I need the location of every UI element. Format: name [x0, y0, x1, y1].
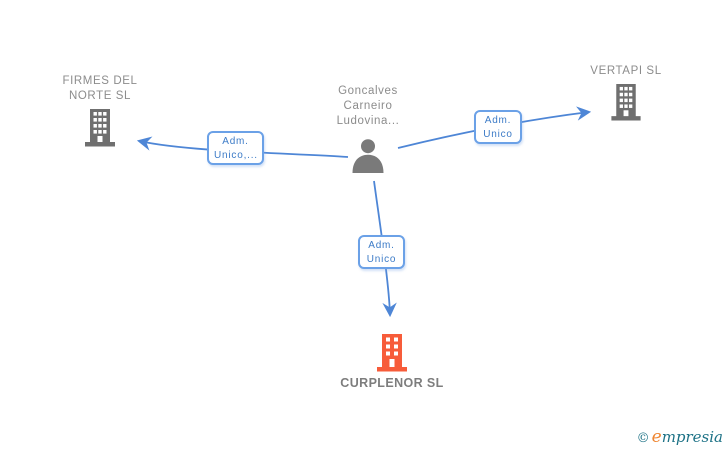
node-firmes-del-norte[interactable]: FIRMES DEL NORTE SL — [30, 74, 170, 147]
person-icon[interactable] — [350, 139, 386, 173]
company-name: FIRMES DEL NORTE SL — [62, 75, 138, 102]
node-person-goncalves[interactable]: Goncalves Carneiro Ludovina... — [298, 84, 438, 173]
brand-rest: mpresia — [661, 428, 723, 446]
building-icon[interactable] — [83, 109, 117, 147]
node-vertapi[interactable]: VERTAPI SL — [556, 64, 696, 121]
brand-initial: e — [651, 427, 662, 447]
person-name: Goncalves Carneiro Ludovina... — [336, 85, 400, 127]
edge-label-adm-unico-left: Adm. Unico,... — [207, 131, 264, 165]
company-name: VERTAPI SL — [590, 65, 662, 77]
building-icon-highlighted[interactable] — [375, 334, 409, 372]
edge-label-adm-unico-right: Adm. Unico — [474, 110, 522, 144]
building-icon[interactable] — [609, 84, 643, 121]
node-curplenor[interactable]: CURPLENOR SL — [312, 334, 472, 391]
copyright-icon: © — [636, 431, 650, 446]
empresia-logo[interactable]: ©empresia — [637, 427, 723, 447]
edge-label-adm-unico-bottom: Adm. Unico — [358, 235, 405, 269]
company-name: CURPLENOR SL — [340, 376, 444, 390]
